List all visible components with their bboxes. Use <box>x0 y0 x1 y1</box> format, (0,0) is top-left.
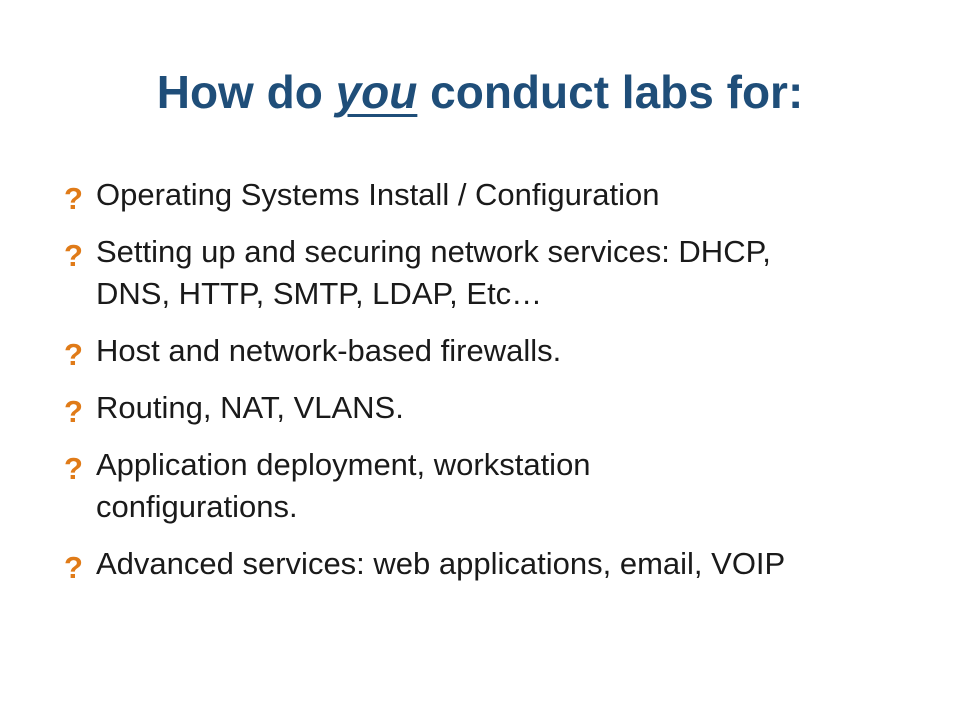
bullet-line: configurations. <box>96 489 298 524</box>
bullet-text: Operating Systems Install / Configuratio… <box>96 174 659 216</box>
bullet-text: Application deployment, workstation confi… <box>96 444 591 528</box>
question-mark-bullet-icon: ? <box>64 550 83 585</box>
slide-title: How do you conduct labs for: <box>0 62 960 122</box>
bullet-item: ? Setting up and securing network servic… <box>64 231 924 315</box>
bullet-item: ? Advanced services: web applications, e… <box>64 543 924 585</box>
bullet-item: ? Application deployment, workstation con… <box>64 444 924 528</box>
bullet-text: Routing, NAT, VLANS. <box>96 387 404 429</box>
bullet-text: Host and network-based firewalls. <box>96 330 561 372</box>
bullet-line: Setting up and securing network services… <box>96 234 771 269</box>
bullet-item: ? Host and network-based firewalls. <box>64 330 924 372</box>
bullet-line: Routing, NAT, VLANS. <box>96 390 404 425</box>
bullet-item: ? Routing, NAT, VLANS. <box>64 387 924 429</box>
question-mark-bullet-icon: ? <box>64 238 83 273</box>
bullet-line: Advanced services: web applications, ema… <box>96 546 786 581</box>
title-emphasis-you: you <box>335 66 418 118</box>
title-part-after: conduct labs for: <box>417 66 804 118</box>
bullet-line: DNS, HTTP, SMTP, LDAP, Etc… <box>96 276 543 311</box>
bullet-item: ? Operating Systems Install / Configurat… <box>64 174 924 216</box>
bullet-text: Setting up and securing network services… <box>96 231 771 315</box>
bullet-text: Advanced services: web applications, ema… <box>96 543 785 585</box>
bullet-line: Application deployment, workstation <box>96 447 591 482</box>
bullet-list: ? Operating Systems Install / Configurat… <box>64 174 924 600</box>
question-mark-bullet-icon: ? <box>64 394 83 429</box>
bullet-line: Host and network-based firewalls. <box>96 333 562 368</box>
question-mark-bullet-icon: ? <box>64 451 83 486</box>
question-mark-bullet-icon: ? <box>64 181 83 216</box>
bullet-line: Operating Systems Install / Configuratio… <box>96 177 660 212</box>
title-part-before: How do <box>156 66 336 118</box>
question-mark-bullet-icon: ? <box>64 337 83 372</box>
